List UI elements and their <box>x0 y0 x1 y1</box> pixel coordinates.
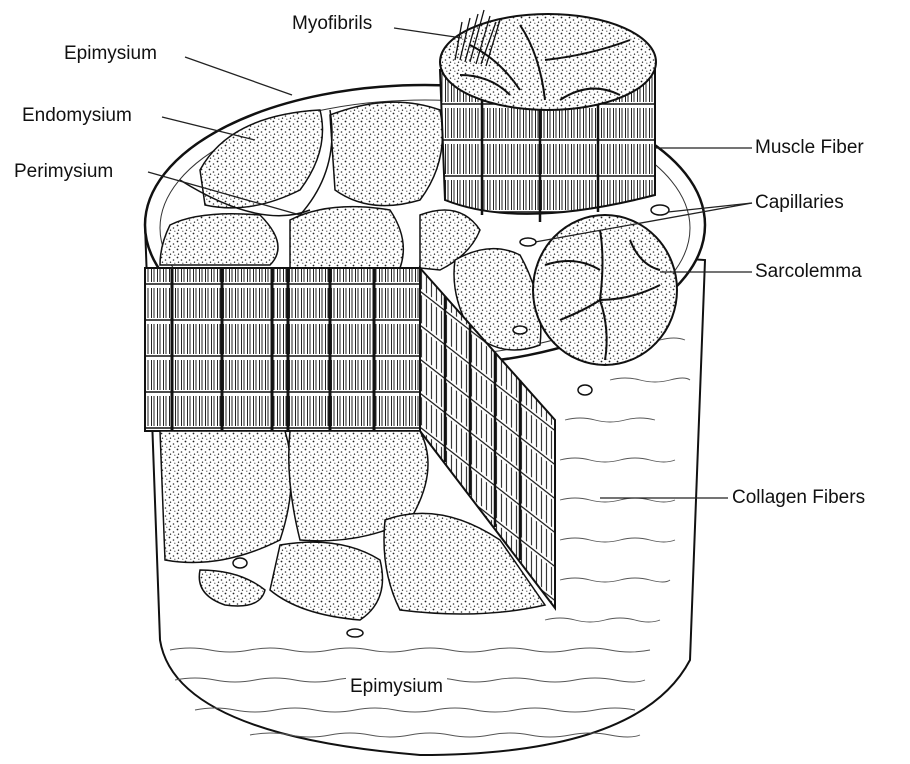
label-epimysium-bottom: Epimysium <box>346 676 447 697</box>
longitudinal-cut-front <box>145 268 420 431</box>
label-epimysium-top: Epimysium <box>64 44 157 63</box>
label-myofibrils: Myofibrils <box>292 14 372 33</box>
label-sarcolemma: Sarcolemma <box>755 262 862 281</box>
label-capillaries: Capillaries <box>755 193 844 212</box>
label-collagen-fibers: Collagen Fibers <box>732 488 865 507</box>
label-perimysium: Perimysium <box>14 162 113 181</box>
label-muscle-fiber: Muscle Fiber <box>755 138 864 157</box>
muscle-fiber-raised <box>440 10 656 222</box>
sarcolemma-fascicle <box>533 215 677 365</box>
label-endomysium: Endomysium <box>22 106 132 125</box>
